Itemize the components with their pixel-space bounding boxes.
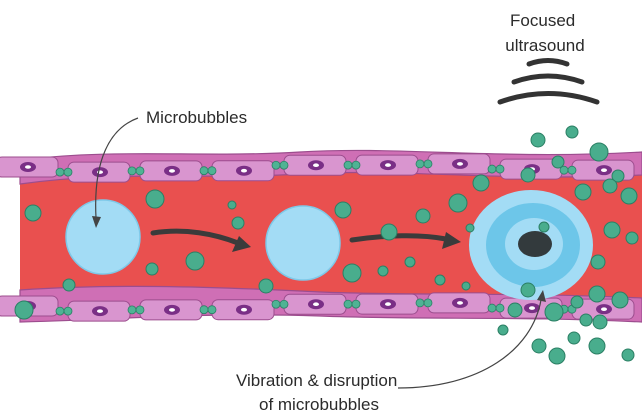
particle [575,184,591,200]
particle [539,222,549,232]
endothelial-cell [212,161,274,181]
particle [232,217,244,229]
microbubble-1 [66,200,140,274]
particle [186,252,204,270]
particle [449,194,467,212]
particle [508,303,522,317]
particle [381,224,397,240]
endothelial-cell [284,294,346,314]
particle [621,188,637,204]
particle [531,133,545,147]
particle [580,314,592,326]
particle [146,263,158,275]
vibration-label: Vibration & disruption of microbubbles [236,371,402,414]
particle [228,201,236,209]
particle [604,222,620,238]
particle [473,175,489,191]
particle [466,224,474,232]
particle [521,283,535,297]
particle [566,126,578,138]
particle [589,286,605,302]
particle [343,264,361,282]
endothelial-cell [68,301,130,321]
particle [259,279,273,293]
endothelial-cell [356,294,418,314]
endothelial-cell [212,300,274,320]
particle [498,325,508,335]
particle [622,349,634,361]
endothelial-cell [428,293,490,313]
particle [25,205,41,221]
particle [462,282,470,290]
endothelial-cell [140,161,202,181]
particle [593,315,607,329]
endothelial-cell [284,155,346,175]
particle [63,279,75,291]
particle [146,190,164,208]
particle [590,143,608,161]
particle [552,156,564,168]
particle [591,255,605,269]
endothelial-cell [572,160,634,180]
particle [589,338,605,354]
particle [571,296,583,308]
endothelial-cell [0,157,58,177]
particle [549,348,565,364]
particle [545,303,563,321]
ultrasound-wave-icon [500,61,597,103]
particle [626,232,638,244]
particle [405,257,415,267]
particle [435,275,445,285]
particle [603,179,617,193]
particle [568,332,580,344]
microbubble-2 [266,206,340,280]
particle [612,292,628,308]
particle [378,266,388,276]
particle [521,168,535,182]
endothelial-cell [356,155,418,175]
particle [15,301,33,319]
focused-ultrasound-label: Focused ultrasound [505,11,584,55]
endothelial-cell [428,154,490,174]
microbubbles-label: Microbubbles [146,108,247,127]
particle [335,202,351,218]
particle [416,209,430,223]
endothelial-cell [140,300,202,320]
particle [532,339,546,353]
